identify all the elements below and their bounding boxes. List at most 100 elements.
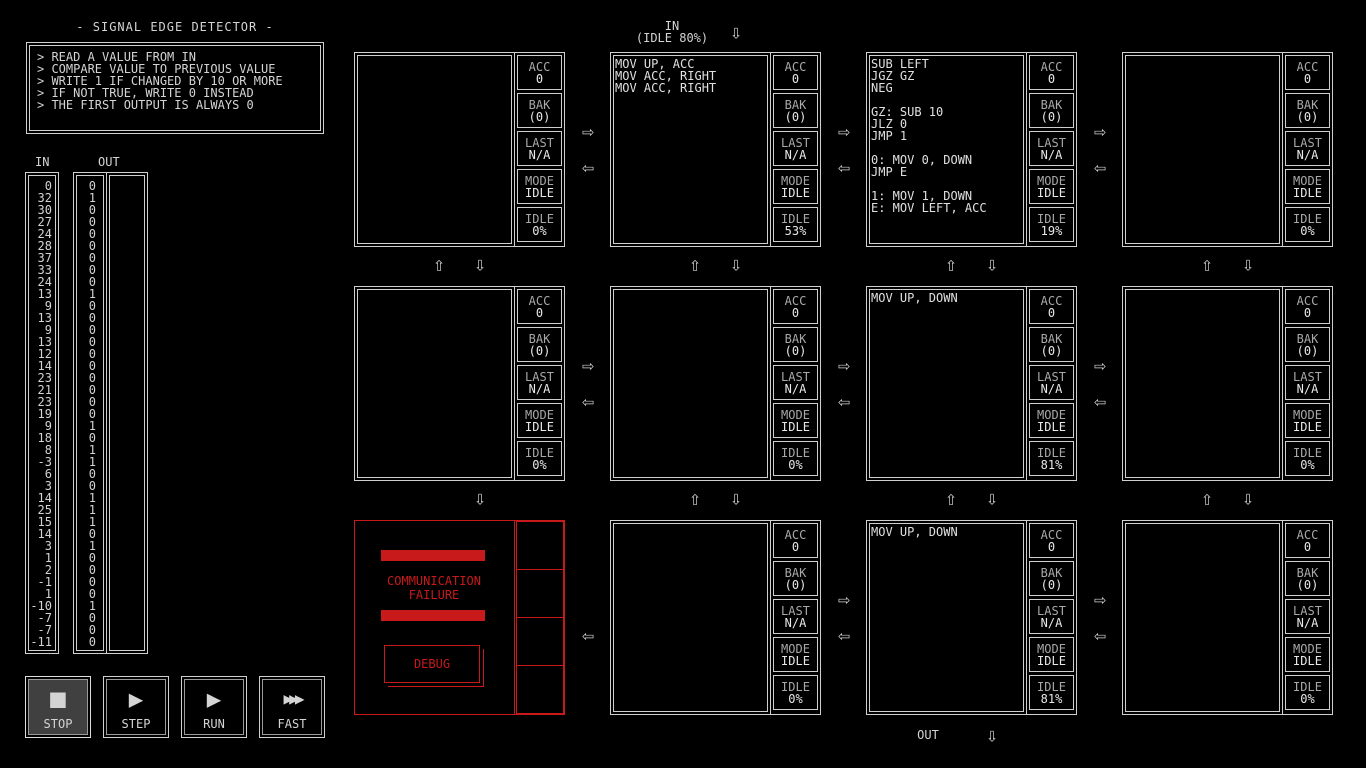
register-label: MODE xyxy=(525,174,554,188)
register-value: 53% xyxy=(784,224,807,238)
register-value: N/A xyxy=(1296,382,1319,396)
register-label: MODE xyxy=(781,174,810,188)
code-editor[interactable]: MOV UP, DOWN xyxy=(867,287,1027,480)
arrow-up-icon: ⇧ xyxy=(944,252,958,276)
code-text: MOV UP, DOWN xyxy=(871,525,958,539)
stop-button[interactable]: ■STOP xyxy=(25,676,91,738)
fast-button[interactable]: ▶▶▶FAST xyxy=(259,676,325,738)
arrow-down-icon: ⇩ xyxy=(473,252,487,276)
register-value: (0) xyxy=(1040,110,1063,124)
arrow-down-icon: ⇩ xyxy=(729,252,743,276)
register-value: IDLE xyxy=(525,420,554,434)
register-label: IDLE xyxy=(781,212,810,226)
description-line: > THE FIRST OUTPUT IS ALWAYS 0 xyxy=(37,98,254,112)
bak-register: BAK(0) xyxy=(773,93,818,128)
failure-message: COMMUNICATION FAILURE xyxy=(387,574,481,602)
code-editor[interactable]: MOV UP, DOWN xyxy=(867,521,1027,714)
run-button[interactable]: ▶RUN xyxy=(181,676,247,738)
puzzle-description: > READ A VALUE FROM IN> COMPARE VALUE TO… xyxy=(26,42,324,134)
code-editor[interactable]: SUB LEFT JGZ GZ NEG GZ: SUB 10 JLZ 0 JMP… xyxy=(867,53,1027,246)
code-editor[interactable] xyxy=(611,287,771,480)
code-editor[interactable]: MOV UP, ACC MOV ACC, RIGHT MOV ACC, RIGH… xyxy=(611,53,771,246)
register-value: (0) xyxy=(784,578,807,592)
code-editor[interactable] xyxy=(1123,287,1283,480)
register-value: 0 xyxy=(1047,540,1056,554)
register-label: ACC xyxy=(1296,60,1319,74)
register-value: IDLE xyxy=(781,420,810,434)
register-label: BAK xyxy=(784,566,807,580)
bak-register: BAK(0) xyxy=(1285,93,1330,128)
stream-value: 15 xyxy=(37,515,52,529)
stream-value: 0 xyxy=(88,551,96,565)
register-label: ACC xyxy=(784,294,807,308)
stream-value: 1 xyxy=(88,191,96,205)
arrow-right-icon: ⇨ xyxy=(581,353,595,377)
code-editor[interactable] xyxy=(355,53,515,246)
register-label: ACC xyxy=(784,528,807,542)
stream-value: 0 xyxy=(88,407,96,421)
arrow-right-icon: ⇨ xyxy=(1093,353,1107,377)
stream-value: 1 xyxy=(88,515,96,529)
arrow-up-icon: ⇧ xyxy=(688,486,702,510)
register-value: N/A xyxy=(1040,382,1063,396)
stream-value: 24 xyxy=(37,227,52,241)
stream-value: 0 xyxy=(88,323,96,337)
stream-value: 3 xyxy=(44,479,52,493)
arrow-down-icon: ⇩ xyxy=(1241,486,1255,510)
register-label: MODE xyxy=(525,408,554,422)
register-label: ACC xyxy=(1040,60,1063,74)
debug-button[interactable]: DEBUG xyxy=(384,645,480,683)
register-value: (0) xyxy=(1296,344,1319,358)
code-editor[interactable] xyxy=(1123,521,1283,714)
stream-value: 23 xyxy=(37,395,52,409)
register-label: MODE xyxy=(1293,174,1322,188)
arrow-left-icon: ⇦ xyxy=(1093,623,1107,647)
arrow-right-icon: ⇨ xyxy=(1093,587,1107,611)
register-value: (0) xyxy=(784,110,807,124)
description-line: > COMPARE VALUE TO PREVIOUS VALUE xyxy=(37,62,276,76)
code-editor[interactable] xyxy=(1123,53,1283,246)
register-label: BAK xyxy=(1040,566,1063,580)
code-editor[interactable] xyxy=(355,287,515,480)
stream-value: 1 xyxy=(44,551,52,565)
input-label: IN xyxy=(664,19,680,33)
failure-bar xyxy=(381,550,485,561)
register-label: BAK xyxy=(1296,332,1319,346)
register-value: 0% xyxy=(532,458,547,472)
stream-value: 14 xyxy=(37,527,52,541)
stream-value: 0 xyxy=(88,431,96,445)
step-button[interactable]: ▶STEP xyxy=(103,676,169,738)
arrow-right-icon: ⇨ xyxy=(581,119,595,143)
bak-register: BAK(0) xyxy=(1029,327,1074,362)
code-editor: COMMUNICATION FAILURE DEBUG xyxy=(355,521,515,714)
arrow-down-icon: ⇩ xyxy=(985,252,999,276)
fast-icon: ▶▶▶ xyxy=(283,689,305,708)
register-value: IDLE xyxy=(1293,186,1322,200)
stream-value: 28 xyxy=(37,239,52,253)
register-label: MODE xyxy=(1037,642,1066,656)
register-value: 0% xyxy=(788,458,803,472)
code-editor[interactable] xyxy=(611,521,771,714)
stream-value: 12 xyxy=(37,347,52,361)
exec-node: MOV UP, ACC MOV ACC, RIGHT MOV ACC, RIGH… xyxy=(610,52,821,247)
stream-value: 13 xyxy=(37,287,52,301)
stream-value: 0 xyxy=(88,263,96,277)
stream-value: 3 xyxy=(44,539,52,553)
